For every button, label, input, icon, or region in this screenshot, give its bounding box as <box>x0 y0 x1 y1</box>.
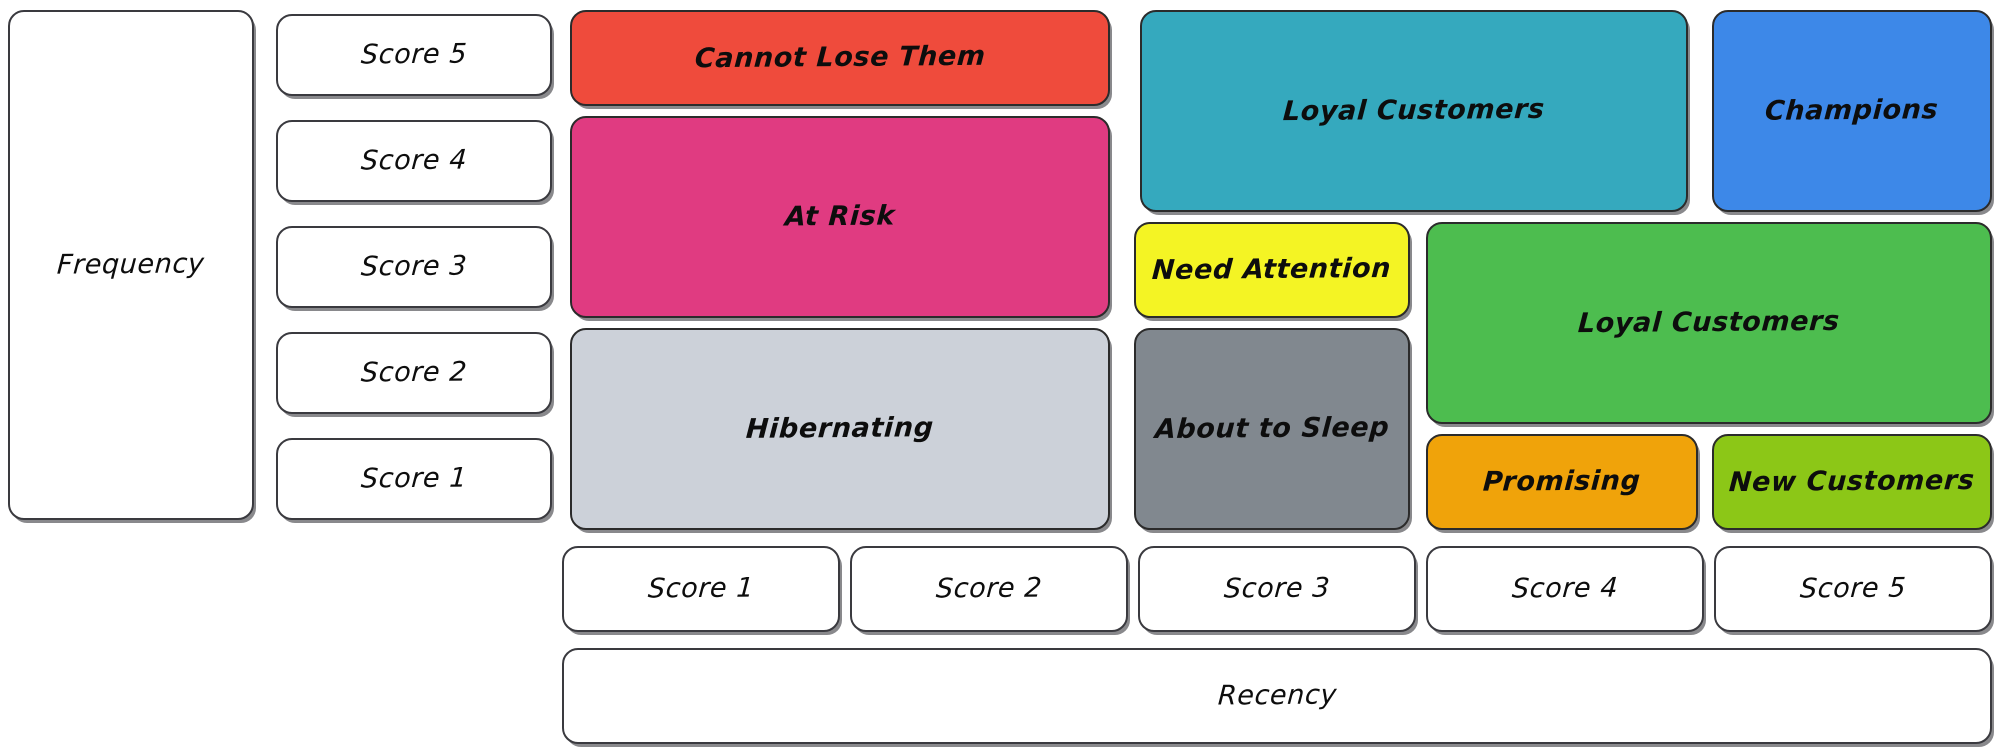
frequency-score-1-label: Score 1 <box>359 462 469 495</box>
segment-new-customers-label: New Customers <box>1728 464 1976 498</box>
segment-at-risk[interactable]: At Risk <box>570 116 1110 318</box>
frequency-score-4-label: Score 4 <box>359 144 469 177</box>
frequency-axis-label-box: Frequency <box>8 10 254 520</box>
recency-axis-label-box: Recency <box>562 648 1992 744</box>
recency-score-1-label: Score 1 <box>646 572 756 605</box>
frequency-score-2[interactable]: Score 2 <box>276 332 552 414</box>
frequency-axis-label: Frequency <box>56 248 206 281</box>
segment-champions-label: Champions <box>1764 94 1940 127</box>
frequency-score-1[interactable]: Score 1 <box>276 438 552 520</box>
frequency-score-5-label: Score 5 <box>359 38 469 71</box>
frequency-score-2-label: Score 2 <box>359 356 469 389</box>
segment-promising-label: Promising <box>1482 465 1642 498</box>
segment-loyal-customers-teal[interactable]: Loyal Customers <box>1140 10 1688 212</box>
segment-need-attention-label: Need Attention <box>1151 252 1393 286</box>
frequency-score-3-label: Score 3 <box>359 250 469 283</box>
segment-loyal-customers-green-label: Loyal Customers <box>1577 305 1841 340</box>
segment-champions[interactable]: Champions <box>1712 10 1992 212</box>
recency-axis-label: Recency <box>1216 679 1338 712</box>
segment-hibernating[interactable]: Hibernating <box>570 328 1110 530</box>
recency-score-4[interactable]: Score 4 <box>1426 546 1704 632</box>
recency-score-3-label: Score 3 <box>1222 572 1332 605</box>
recency-score-3[interactable]: Score 3 <box>1138 546 1416 632</box>
segment-cannot-lose-them[interactable]: Cannot Lose Them <box>570 10 1110 106</box>
segment-promising[interactable]: Promising <box>1426 434 1698 530</box>
recency-score-1[interactable]: Score 1 <box>562 546 840 632</box>
segment-loyal-customers-green[interactable]: Loyal Customers <box>1426 222 1992 424</box>
frequency-score-3[interactable]: Score 3 <box>276 226 552 308</box>
segment-cannot-lose-them-label: Cannot Lose Them <box>693 40 987 75</box>
recency-score-5-label: Score 5 <box>1798 572 1908 605</box>
recency-score-4-label: Score 4 <box>1510 572 1620 605</box>
recency-score-2-label: Score 2 <box>934 572 1044 605</box>
segment-new-customers[interactable]: New Customers <box>1712 434 1992 530</box>
frequency-score-4[interactable]: Score 4 <box>276 120 552 202</box>
recency-score-2[interactable]: Score 2 <box>850 546 1128 632</box>
segment-need-attention[interactable]: Need Attention <box>1134 222 1410 318</box>
segment-loyal-customers-teal-label: Loyal Customers <box>1282 93 1546 128</box>
segment-at-risk-label: At Risk <box>784 200 897 233</box>
segment-about-to-sleep-label: About to Sleep <box>1153 411 1391 445</box>
frequency-score-5[interactable]: Score 5 <box>276 14 552 96</box>
recency-score-5[interactable]: Score 5 <box>1714 546 1992 632</box>
segment-about-to-sleep[interactable]: About to Sleep <box>1134 328 1410 530</box>
segment-hibernating-label: Hibernating <box>745 412 935 445</box>
